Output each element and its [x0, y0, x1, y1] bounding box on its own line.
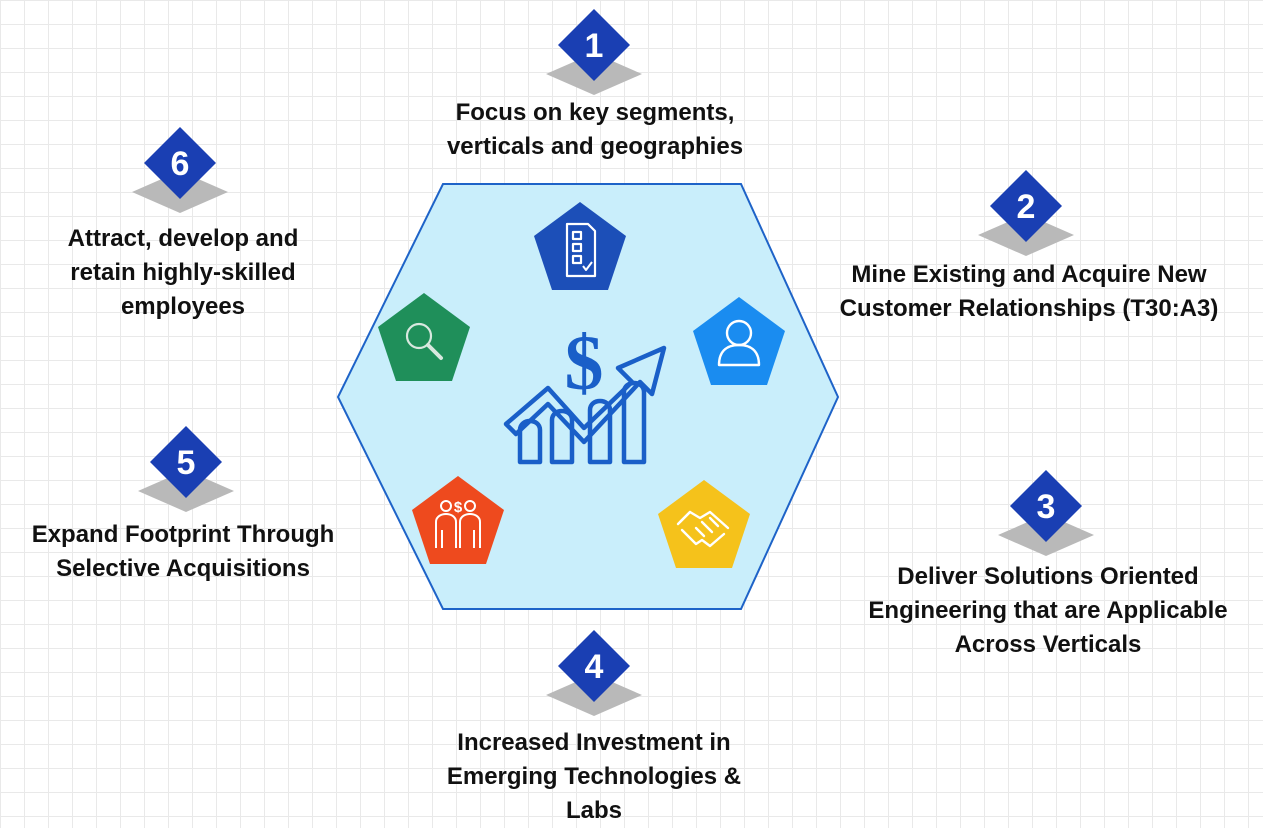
- pentagon-checklist: [534, 202, 626, 290]
- step-badge-5: 5: [138, 426, 234, 512]
- step-number-2: 2: [1017, 188, 1036, 226]
- svg-text:$: $: [454, 499, 463, 516]
- pentagon-search: [378, 293, 470, 381]
- step-label-5: Expand Footprint Through Selective Acqui…: [31, 521, 335, 582]
- step-badge-6: 6: [132, 127, 228, 213]
- step-number-4: 4: [585, 648, 604, 686]
- pentagon-user: [693, 297, 785, 385]
- step-label-1: Focus on key segments, verticals and geo…: [446, 99, 744, 160]
- search-icon: [405, 322, 443, 360]
- step-number-1: 1: [585, 27, 604, 65]
- step-badge-2: 2: [978, 170, 1074, 256]
- user-icon: [717, 319, 761, 367]
- checklist-icon: [565, 222, 597, 278]
- step-label-3: Deliver Solutions Oriented Engineering t…: [868, 563, 1228, 658]
- step-badge-1: 1: [546, 9, 642, 95]
- step-badge-4: 4: [546, 630, 642, 716]
- dollar-growth-chart-icon: $: [503, 319, 667, 465]
- step-number-5: 5: [177, 444, 196, 482]
- dollar-symbol: $: [565, 319, 604, 406]
- investment-icon: $: [435, 499, 481, 548]
- step-number-3: 3: [1037, 488, 1056, 526]
- step-badge-3: 3: [998, 470, 1094, 556]
- step-label-6: Attract, develop and retain highly-skill…: [67, 225, 299, 320]
- step-number-6: 6: [171, 145, 190, 183]
- pentagon-handshake: [658, 480, 750, 568]
- handshake-icon: [676, 510, 730, 548]
- step-label-2: Mine Existing and Acquire New Customer R…: [839, 261, 1219, 322]
- step-label-4: Increased Investment in Emerging Technol…: [446, 729, 742, 824]
- pentagon-investment: $: [412, 476, 504, 564]
